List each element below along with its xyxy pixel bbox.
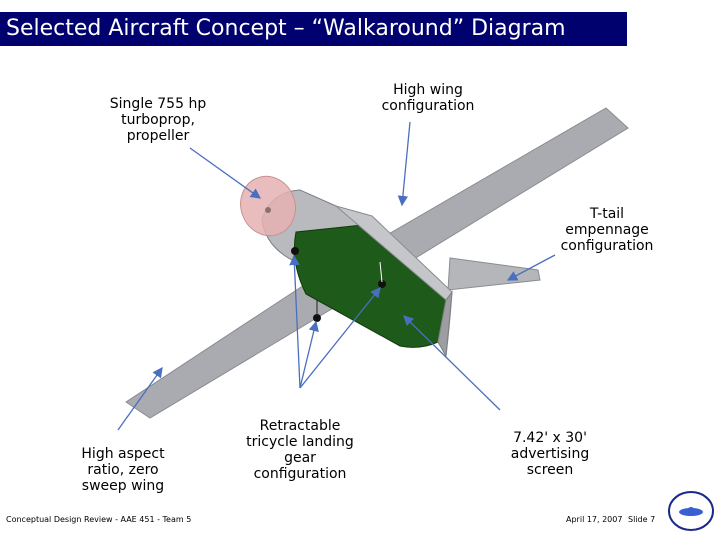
label-landing-gear: Retractable tricycle landing gear config… [246,418,354,482]
label-high-wing: High wing configuration [381,82,475,114]
arrow-engine [189,147,262,199]
team-logo-icon [664,486,716,536]
label-screen: 7.42' x 30' advertising screen [510,430,590,478]
nose-gear-wheel [291,247,299,255]
gear-strut-right [379,261,383,283]
main-gear-wheel-left [313,314,321,322]
t-tail [447,257,541,291]
footer-slide-number: Slide 7 [628,515,656,524]
label-t-tail: T-tail empennage configuration [560,206,654,254]
arrow-aspect-ratio [117,366,163,431]
slide-title: Selected Aircraft Concept – “Walkaround”… [0,12,627,46]
label-engine: Single 755 hp turboprop, propeller [109,96,207,144]
tail-cone [437,290,453,358]
arrow-gear-2 [299,320,319,389]
arrow-screen [403,315,501,411]
arrow-gear-3 [299,286,381,389]
main-gear-wheel-right [378,280,386,288]
footer-course: Conceptual Design Review - AAE 451 - Tea… [6,515,192,524]
arrow-gear-1 [289,254,301,389]
arrow-t-tail [506,254,556,281]
label-aspect-ratio: High aspect ratio, zero sweep wing [81,446,165,494]
footer-date: April 17, 2007 [566,515,623,524]
arrow-high-wing [397,121,411,207]
propeller-hub [265,207,271,213]
